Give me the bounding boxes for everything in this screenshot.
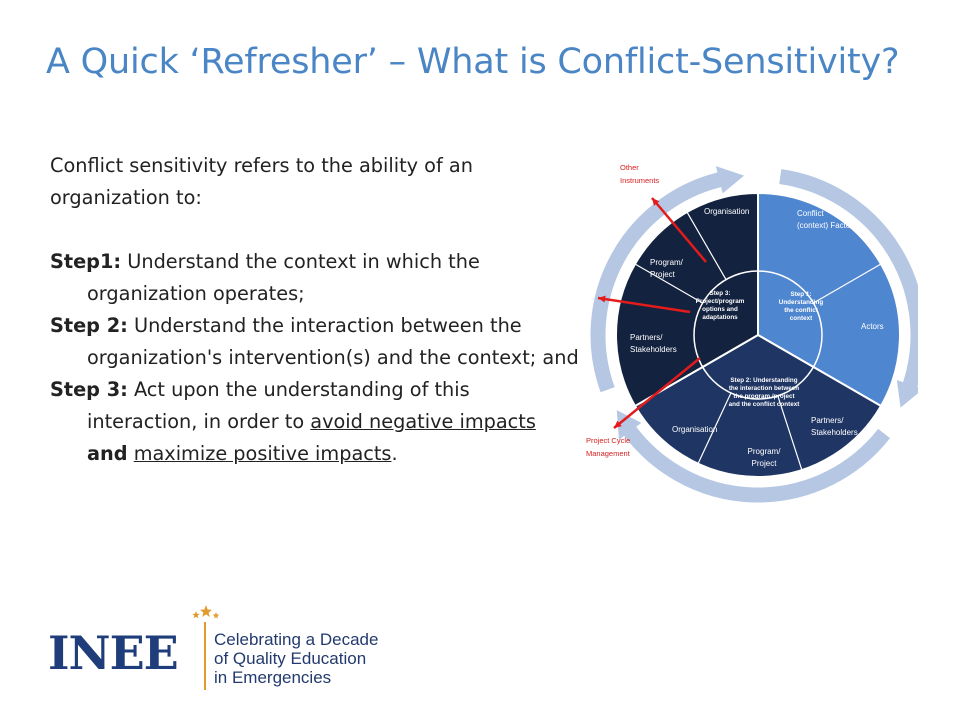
- step1-center-line: the conflict: [784, 307, 818, 314]
- arrow-left: [597, 296, 691, 314]
- step2-center-line: and the conflict context: [729, 401, 801, 408]
- logo-tagline: Celebrating a Decade of Quality Educatio…: [214, 630, 378, 687]
- step2-outer-program-b: Project: [752, 459, 778, 468]
- step1-sector: [757, 191, 901, 408]
- step3-center-line: Step 3:: [710, 290, 731, 297]
- step1-center-line: Step 1:: [791, 291, 812, 298]
- step3-outer-program-a: Program/: [650, 258, 684, 267]
- cycle-ring-arc-step2: [620, 422, 890, 503]
- avoid-negative-impacts-text: avoid negative impacts: [310, 410, 536, 433]
- star-burst-icon: [192, 605, 220, 619]
- arrow-left-head: [598, 295, 606, 303]
- step3-item: Step 3: Act upon the understanding of th…: [50, 374, 580, 470]
- other-instruments-label-1: Other: [620, 163, 639, 172]
- step3-outer-program-b: Project: [650, 270, 676, 279]
- inner-circle: [693, 270, 823, 400]
- step1-outer-label-1b: (context) Factors: [797, 221, 857, 230]
- step2-center-line: the program /project: [733, 393, 795, 400]
- step2-text: Understand the interaction between the o…: [87, 314, 579, 369]
- slide-title: A Quick ‘Refresher’ – What is Conflict-S…: [46, 42, 900, 82]
- segment-divider: [813, 263, 882, 304]
- cycle-ring-arc-step3: [590, 171, 727, 393]
- step2-outer-partners-b: Stakeholders: [811, 428, 858, 437]
- cycle-ring-arc-step1: [779, 169, 918, 393]
- step1-center-line: Understanding: [779, 299, 824, 306]
- step1-text: Understand the context in which the orga…: [87, 250, 480, 305]
- other-instruments-label-2: Instruments: [620, 176, 659, 185]
- conflict-sensitivity-cycle-diagram: Other Instruments Project Cycle Manageme…: [586, 163, 918, 503]
- cycle-ring-arc-step1-arrow-head: [896, 380, 918, 408]
- step1-outer-label-1a: Conflict: [797, 209, 824, 218]
- definition-text: Conflict sensitivity refers to the abili…: [50, 150, 580, 470]
- step2-label: Step 2:: [50, 314, 128, 337]
- step1-center-line: context: [790, 315, 813, 322]
- diagram-shapes: [590, 166, 918, 503]
- segment-divider: [777, 395, 803, 471]
- maximize-positive-impacts-text: maximize positive impacts: [133, 442, 392, 465]
- tagline-line-1: Celebrating a Decade: [214, 630, 379, 649]
- segment-divider: [634, 263, 703, 304]
- step3-outer-partners-a: Partners/: [630, 333, 663, 342]
- arrow-to-other-instruments-head: [652, 198, 660, 206]
- step3-label: Step 3:: [50, 378, 128, 401]
- step3-center-line: options and: [702, 306, 738, 313]
- tagline-line-2: of Quality Education: [214, 649, 367, 668]
- inee-logo: INEE Celebrating a Decade of Quality Edu…: [48, 604, 408, 694]
- pcm-label-2: Management: [586, 449, 631, 458]
- step3-text: Act upon the understanding of this inter…: [87, 378, 470, 433]
- step2-outer-program-a: Program/: [748, 447, 782, 456]
- step2-center-line: the interaction between: [729, 385, 799, 392]
- step2-center-line: Step 2: Understanding: [730, 377, 797, 384]
- step2-item: Step 2: Understand the interaction betwe…: [50, 310, 580, 374]
- step1-label: Step1:: [50, 250, 122, 273]
- diagram-labels: Other Instruments Project Cycle Manageme…: [586, 163, 884, 468]
- step3-outer-partners-b: Stakeholders: [630, 345, 677, 354]
- inee-wordmark: INEE: [48, 626, 179, 680]
- cycle-ring-arc-step3-arrow-head: [715, 166, 745, 194]
- cycle-ring-arc-step2-arrow-head: [616, 410, 642, 440]
- logo-divider: [204, 622, 206, 690]
- pcm-label-1: Project Cycle: [586, 436, 630, 445]
- tagline-line-3: in Emergencies: [214, 668, 332, 687]
- arrow-to-project-cycle-management: [613, 357, 701, 429]
- segment-divider: [686, 211, 727, 280]
- step3-center-line: Project/program: [696, 298, 745, 305]
- step2-outer-partners-a: Partners/: [811, 416, 844, 425]
- arrow-to-other-instruments: [651, 197, 707, 263]
- step3-center-line: adaptations: [702, 314, 738, 321]
- and-word: and: [87, 442, 128, 465]
- step1-item: Step1: Understand the context in which t…: [50, 246, 580, 310]
- step3-outer-org: Organisation: [704, 207, 749, 216]
- arrow-to-project-cycle-management-head: [614, 420, 622, 428]
- segment-divider: [697, 392, 732, 464]
- intro-paragraph: Conflict sensitivity refers to the abili…: [50, 154, 473, 209]
- step1-outer-label-actors: Actors: [861, 322, 884, 331]
- step3-period: .: [391, 442, 398, 465]
- step2-outer-org: Organisation: [672, 425, 717, 434]
